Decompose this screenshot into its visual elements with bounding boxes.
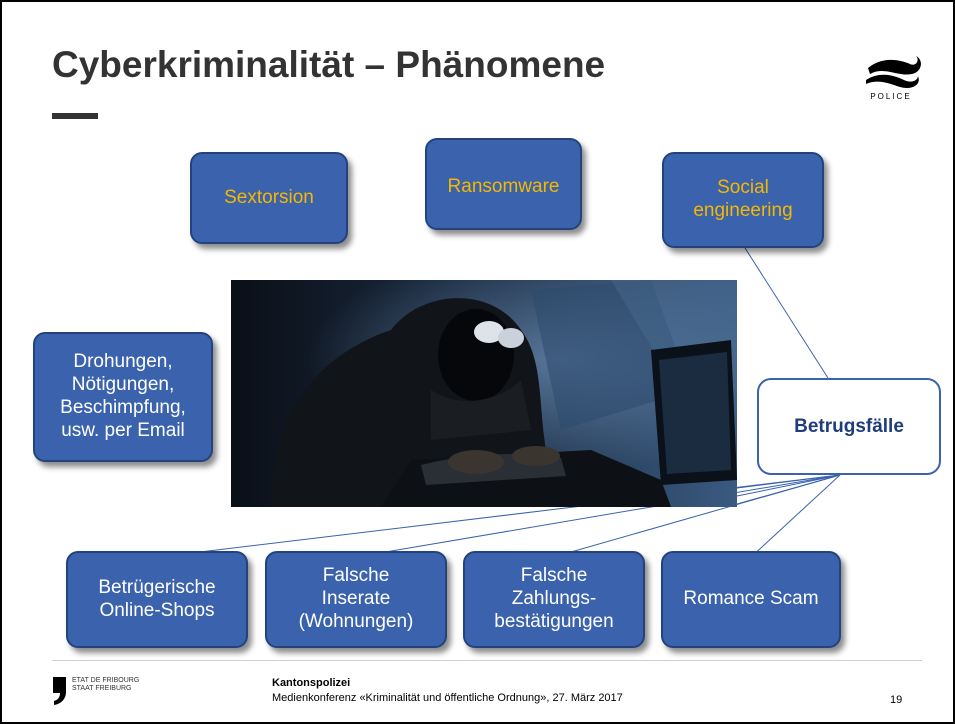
box-threats-line-1: Drohungen, — [73, 351, 173, 373]
box-threats-line-4: usw. per Email — [61, 419, 185, 441]
box-romance-scam: Romance Scam — [661, 551, 841, 648]
connector-photo-2 — [736, 474, 841, 497]
box-fraud-label: Betrugsfälle — [794, 415, 904, 437]
box-fake-ads: Falsche Inserate (Wohnungen) — [265, 551, 447, 648]
box-fake-payments-line-1: Falsche — [520, 565, 588, 587]
police-logo: POLICE — [858, 54, 924, 101]
box-ransomware: Ransomware — [425, 138, 582, 230]
box-fraud: Betrugsfälle — [757, 378, 941, 475]
police-logo-icon — [866, 56, 921, 88]
box-fake-ads-line-1: Falsche — [322, 565, 390, 587]
box-fake-payments-line-2: Zahlungs- — [511, 588, 597, 610]
box-online-shops-line-1: Betrügerische — [98, 576, 216, 598]
title-underline — [52, 113, 98, 119]
connector-romance-scam — [749, 474, 841, 559]
box-fake-payments-line-3: bestätigungen — [494, 610, 614, 632]
box-sextorsion-label: Sextorsion — [224, 186, 314, 208]
connector-inserate — [349, 474, 841, 559]
footer-divider — [52, 660, 922, 661]
slide-title: Cyberkriminalität – Phänomene — [52, 44, 606, 85]
box-threats-line-3: Beschimpfung, — [60, 397, 186, 418]
footer-canton-line-2: STAAT FREIBURG — [72, 685, 132, 692]
box-online-shops: Betrügerische Online-Shops — [66, 551, 248, 648]
box-sextorsion: Sextorsion — [190, 152, 348, 244]
box-fake-payments: Falsche Zahlungs- bestätigungen — [463, 551, 645, 648]
box-romance-scam-label: Romance Scam — [683, 588, 819, 610]
box-social-engineering-line-1: Social — [717, 177, 769, 199]
connector-social-engineering — [744, 247, 829, 379]
box-fake-ads-line-3: (Wohnungen) — [298, 610, 414, 632]
page-number: 19 — [890, 694, 903, 706]
box-fake-ads-line-2: Inserate — [321, 588, 391, 610]
box-ransomware-label: Ransomware — [447, 176, 560, 197]
box-social-engineering: Social engineering — [662, 152, 824, 248]
hacker-photo — [231, 280, 737, 507]
connector-photo-1 — [736, 474, 841, 489]
hooded-hacker-photo-icon — [231, 280, 737, 507]
box-threats-line-2: Nötigungen, — [71, 374, 175, 396]
footer-canton-line-1: ETAT DE FRIBOURG — [72, 677, 140, 684]
canton-logo-icon — [53, 677, 66, 705]
box-online-shops-line-2: Online-Shops — [99, 599, 215, 621]
footer-organization: Kantonspolizei — [272, 677, 351, 689]
footer-event: Medienkonferenz «Kriminalität und öffent… — [272, 692, 623, 704]
box-threats: Drohungen, Nötigungen, Beschimpfung, usw… — [33, 332, 213, 462]
connector-photo-3 — [736, 474, 841, 505]
police-logo-text: POLICE — [870, 92, 912, 101]
box-social-engineering-line-2: engineering — [693, 200, 793, 221]
footer-canton: ETAT DE FRIBOURG STAAT FREIBURG — [72, 677, 139, 693]
